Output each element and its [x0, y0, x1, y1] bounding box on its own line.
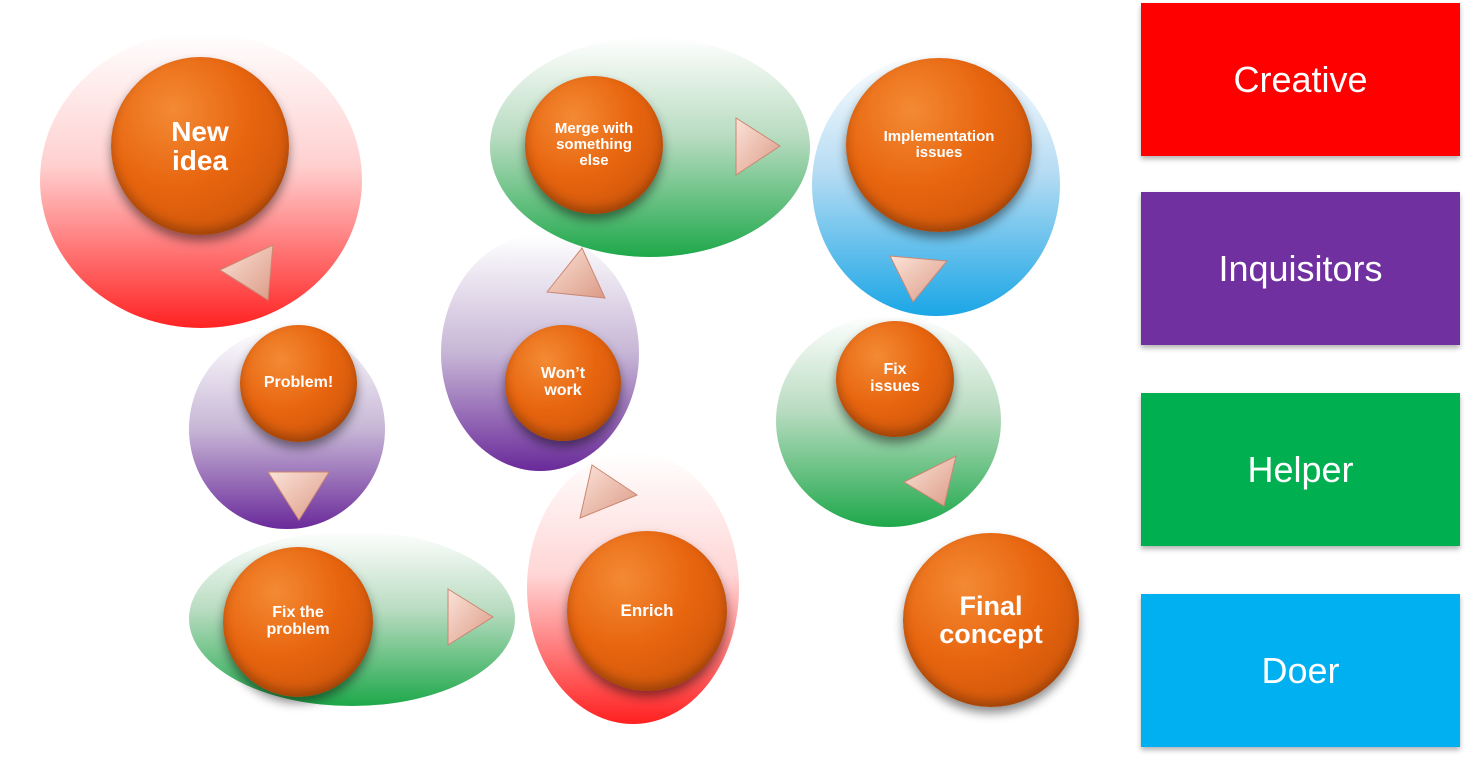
node-implementation-line1: Implementation: [883, 128, 995, 146]
node-fix-problem-line2: problem: [266, 621, 330, 638]
node-merge-line3: else: [579, 151, 609, 169]
node-enrich-label: Enrich: [620, 601, 674, 621]
node-fix-issues-line1: Fix: [883, 361, 907, 379]
node-merge-line1: Merge with: [554, 120, 634, 138]
node-merge-line2: something: [556, 136, 632, 154]
node-new-idea-line1: New: [171, 115, 229, 147]
legend-helper: Helper: [1141, 393, 1460, 546]
node-final-concept-line2: concept: [939, 619, 1043, 649]
node-final-concept-line1: Final: [959, 590, 1023, 621]
legend-doer: Doer: [1141, 594, 1460, 747]
node-new-idea-line2: idea: [171, 145, 228, 176]
node-fix-issues-line2: issues: [870, 378, 920, 395]
node-problem: Problem!: [240, 325, 357, 442]
node-problem-label: Problem!: [263, 374, 334, 392]
node-fix-problem-line1: Fix the: [272, 604, 324, 622]
legend-inquisitors: Inquisitors: [1141, 192, 1460, 345]
node-enrich: Enrich: [567, 531, 727, 691]
node-implementation-line2: issues: [915, 144, 963, 161]
node-wont-work-line2: work: [544, 382, 582, 399]
node-wont-work-line1: Won’t: [540, 365, 586, 383]
legend-creative: Creative: [1141, 3, 1460, 156]
